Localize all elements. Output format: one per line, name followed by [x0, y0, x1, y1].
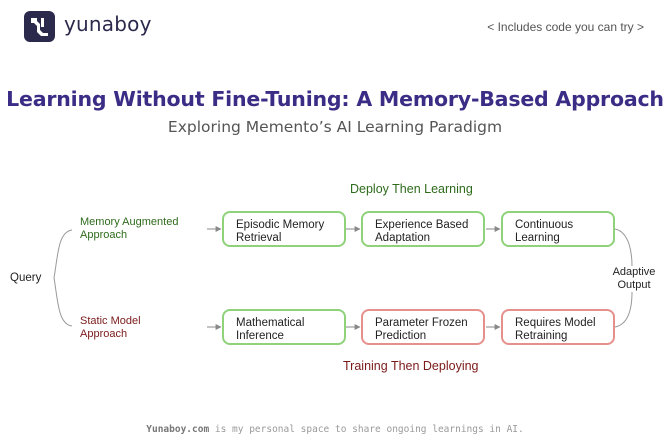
adaptive-output-label: Adaptive Output [604, 266, 664, 292]
node-continuous-learning: Continuous Learning [501, 211, 615, 247]
node-text: Requires Model [515, 317, 596, 329]
output-line-1: Adaptive [612, 266, 656, 278]
node-text: Retraining [515, 330, 568, 342]
page-subtitle: Exploring Memento’s AI Learning Paradigm [167, 118, 503, 136]
node-experience-based-adaptation: Experience Based Adaptation [361, 211, 485, 247]
deploy-then-learning-caption: Deploy Then Learning [350, 182, 473, 196]
footer-note: Yunaboy.com is my personal space to shar… [0, 424, 670, 435]
static-branch-line-2: Approach [80, 328, 128, 340]
output-line-2: Output [617, 279, 651, 291]
memory-branch-line-2: Approach [80, 229, 128, 241]
node-parameter-frozen-prediction: Parameter Frozen Prediction [361, 309, 485, 345]
static-model-branch-label: Static Model Approach [80, 315, 141, 341]
page-title: Learning Without Fine-Tuning: A Memory-B… [6, 87, 664, 111]
memory-augmented-branch-label: Memory Augmented Approach [80, 216, 178, 242]
footer-site-link[interactable]: Yunaboy.com [146, 424, 210, 435]
query-label: Query [10, 272, 42, 284]
code-tagline: < Includes code you can try > [487, 20, 644, 34]
node-text: Prediction [375, 330, 427, 342]
node-text: Adaptation [375, 232, 430, 244]
node-text: Learning [515, 232, 560, 244]
brand-name: yunaboy [64, 12, 152, 36]
node-text: Episodic Memory [236, 219, 325, 231]
node-text: Mathematical [236, 317, 305, 329]
static-branch-line-1: Static Model [80, 315, 141, 327]
node-text: Retrieval [236, 232, 282, 244]
yunaboy-logo-icon [24, 11, 55, 42]
query-brace [53, 229, 73, 327]
node-text: Continuous [515, 219, 574, 231]
node-text: Experience Based [375, 219, 469, 231]
node-episodic-memory-retrieval: Episodic Memory Retrieval [222, 211, 346, 247]
node-mathematical-inference: Mathematical Inference [222, 309, 346, 345]
node-requires-model-retraining: Requires Model Retraining [501, 309, 615, 345]
output-connector [614, 228, 633, 328]
node-text: Parameter Frozen [375, 317, 468, 329]
memory-branch-line-1: Memory Augmented [80, 216, 179, 228]
node-text: Inference [236, 330, 284, 342]
footer-text: is my personal space to share ongoing le… [209, 424, 524, 435]
training-then-deploying-caption: Training Then Deploying [343, 359, 479, 373]
